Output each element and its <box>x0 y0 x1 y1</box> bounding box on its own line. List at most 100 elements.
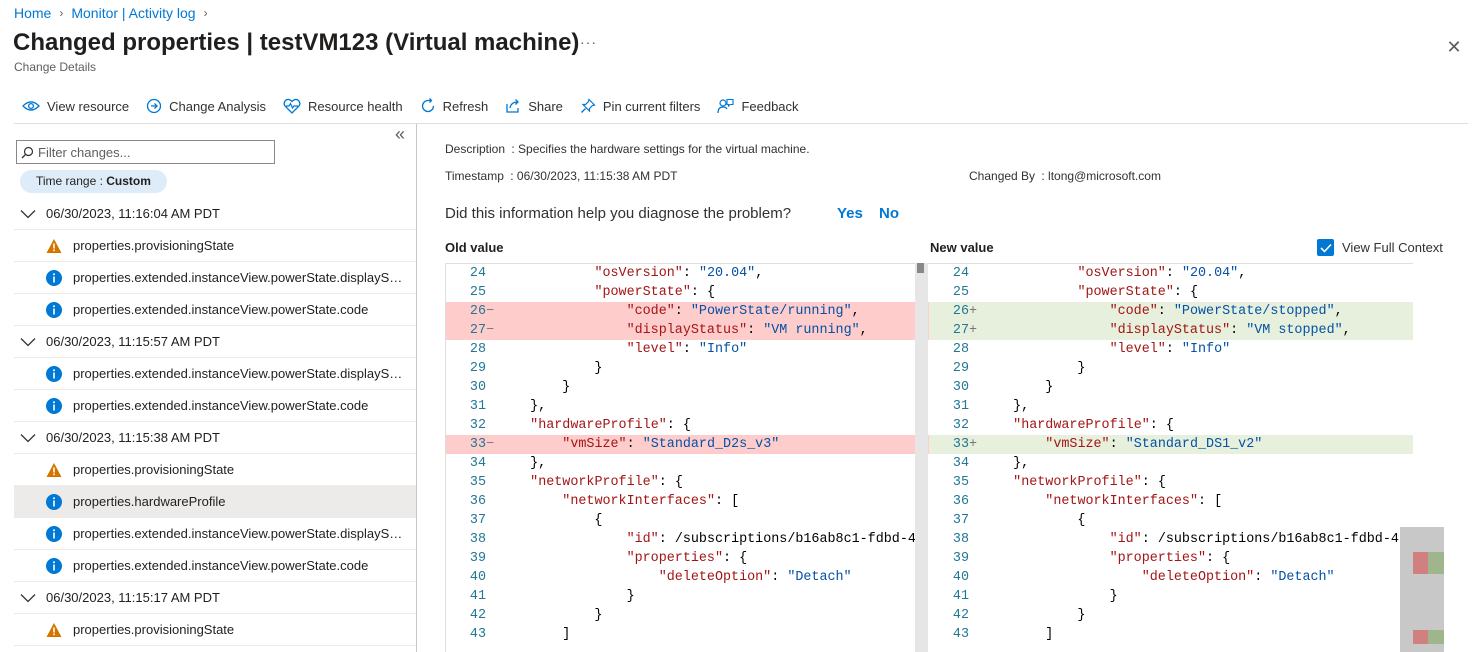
line-number: 43 <box>952 627 969 642</box>
change-item[interactable]: properties.extended.instanceView.powerSt… <box>14 550 416 582</box>
line-number: 30 <box>469 380 486 395</box>
change-item[interactable]: properties.extended.instanceView.powerSt… <box>14 518 416 550</box>
more-options-button[interactable]: ··· <box>580 34 597 50</box>
feedback-question: Did this information help you diagnose t… <box>445 205 792 222</box>
description-label: Description <box>445 142 506 156</box>
code-line: 41 } <box>929 587 1413 606</box>
breadcrumb-home[interactable]: Home <box>14 5 52 21</box>
group-header[interactable]: 06/30/2023, 11:15:57 AM PDT <box>14 326 416 358</box>
line-number: 41 <box>952 589 969 604</box>
checkbox-checked[interactable] <box>1317 239 1334 256</box>
code-line: 34 }, <box>929 454 1413 473</box>
diff-marker: + <box>969 304 978 319</box>
new-value-editor[interactable]: 24 "osVersion": "20.04",25 "powerState":… <box>929 263 1413 652</box>
code-line: 32 "hardwareProfile": { <box>446 416 929 435</box>
breadcrumb-monitor[interactable]: Monitor | Activity log <box>71 5 196 21</box>
code-line: 33+ "vmSize": "Standard_DS1_v2" <box>929 435 1413 454</box>
code-line: 31 }, <box>446 397 929 416</box>
share-button[interactable]: Share <box>505 98 563 114</box>
group-timestamp: 06/30/2023, 11:16:04 AM PDT <box>46 206 220 221</box>
group-header[interactable]: 06/30/2023, 11:15:38 AM PDT <box>14 422 416 454</box>
code-line: 34 }, <box>446 454 929 473</box>
code-line: 33− "vmSize": "Standard_D2s_v3" <box>446 435 929 454</box>
change-item[interactable]: properties.provisioningState <box>14 230 416 262</box>
description-value: : Specifies the hardware settings for th… <box>511 142 810 156</box>
change-item-label: properties.extended.instanceView.powerSt… <box>73 270 403 285</box>
changed-by-row: Changed By : ltong@microsoft.com <box>969 169 1161 183</box>
diff-marker: − <box>486 323 495 338</box>
change-item-label: properties.extended.instanceView.powerSt… <box>73 558 369 573</box>
timestamp-value: : 06/30/2023, 11:15:38 AM PDT <box>510 169 678 183</box>
view-full-context-toggle[interactable]: View Full Context <box>1317 239 1443 256</box>
page-title: Changed properties | testVM123 (Virtual … <box>13 29 580 56</box>
feedback-button[interactable]: Feedback <box>717 98 799 114</box>
pin-filters-button[interactable]: Pin current filters <box>580 98 700 114</box>
old-editor-scrollbar[interactable] <box>915 263 928 652</box>
change-item-label: properties.extended.instanceView.powerSt… <box>73 302 369 317</box>
line-number: 24 <box>469 266 486 281</box>
line-number: 31 <box>469 399 486 414</box>
toolbar-divider <box>14 123 1468 124</box>
line-number: 36 <box>952 494 969 509</box>
change-item-label: properties.extended.instanceView.powerSt… <box>73 398 369 413</box>
code-text: }, <box>498 456 547 471</box>
no-button[interactable]: No <box>879 205 899 222</box>
deletion-marker <box>1413 552 1428 574</box>
refresh-button[interactable]: Refresh <box>420 98 488 114</box>
code-line: 43 ] <box>929 625 1413 644</box>
group-timestamp: 06/30/2023, 11:15:57 AM PDT <box>46 334 220 349</box>
view-resource-label: View resource <box>47 98 130 114</box>
line-number: 25 <box>469 285 486 300</box>
code-text: "level": "Info" <box>626 342 748 357</box>
code-text: "powerState": { <box>1077 285 1198 300</box>
yes-button[interactable]: Yes <box>837 205 863 222</box>
filter-changes-input[interactable] <box>38 144 268 160</box>
change-item[interactable]: properties.provisioningState <box>14 454 416 486</box>
scrollbar-thumb[interactable] <box>917 263 924 273</box>
code-line: 30 } <box>929 378 1413 397</box>
change-analysis-button[interactable]: Change Analysis <box>146 98 266 114</box>
change-item[interactable]: properties.extended.instanceView.powerSt… <box>14 358 416 390</box>
code-line: 43 ] <box>446 625 929 644</box>
line-number: 29 <box>469 361 486 376</box>
changed-by-value: : ltong@microsoft.com <box>1041 169 1161 183</box>
line-number: 40 <box>952 570 969 585</box>
group-header[interactable]: 06/30/2023, 11:15:17 AM PDT <box>14 582 416 614</box>
code-text: "id": /subscriptions/b16ab8c1-fdbd-4 <box>626 532 916 547</box>
code-text: "networkInterfaces": [ <box>562 494 740 509</box>
code-text: "properties": { <box>1109 551 1231 566</box>
heart-pulse-icon <box>283 98 301 114</box>
code-text: "deleteOption": "Detach" <box>1141 570 1335 585</box>
line-number: 32 <box>952 418 969 433</box>
changes-panel: « Time range : Custom 06/30/2023, 11:16:… <box>14 124 417 652</box>
code-text: }, <box>981 399 1030 414</box>
group-header[interactable]: 06/30/2023, 11:16:04 AM PDT <box>14 198 416 230</box>
line-number: 28 <box>952 342 969 357</box>
code-line: 24 "osVersion": "20.04", <box>446 264 929 283</box>
collapse-panel-button[interactable]: « <box>395 124 406 144</box>
line-number: 42 <box>469 608 486 623</box>
change-item[interactable]: properties.extended.instanceView.powerSt… <box>14 262 416 294</box>
change-item[interactable]: properties.extended.instanceView.powerSt… <box>14 390 416 422</box>
close-icon: ✕ <box>1446 37 1462 57</box>
old-value-editor[interactable]: 24 "osVersion": "20.04",25 "powerState":… <box>445 263 929 652</box>
code-line: 31 }, <box>929 397 1413 416</box>
code-text: } <box>981 608 1086 623</box>
code-line: 30 } <box>446 378 929 397</box>
change-item-label: properties.hardwareProfile <box>73 494 226 509</box>
line-number: 36 <box>469 494 486 509</box>
time-range-label: Time range : <box>36 174 107 188</box>
code-text: "displayStatus": "VM stopped", <box>1109 323 1351 338</box>
code-text: "vmSize": "Standard_DS1_v2" <box>1045 437 1263 452</box>
change-item[interactable]: properties.extended.instanceView.powerSt… <box>14 294 416 326</box>
warning-icon <box>46 462 62 477</box>
resource-health-button[interactable]: Resource health <box>283 98 403 114</box>
code-line: 38 "id": /subscriptions/b16ab8c1-fdbd-4 <box>929 530 1413 549</box>
change-item-selected[interactable]: properties.hardwareProfile <box>14 486 416 518</box>
close-button[interactable]: ✕ <box>1444 36 1464 57</box>
change-item[interactable]: properties.provisioningState <box>14 614 416 646</box>
diff-overview-ruler[interactable] <box>1400 527 1444 652</box>
time-range-pill[interactable]: Time range : Custom <box>20 170 167 193</box>
view-resource-button[interactable]: View resource <box>22 99 129 114</box>
changed-by-label: Changed By <box>969 169 1036 183</box>
